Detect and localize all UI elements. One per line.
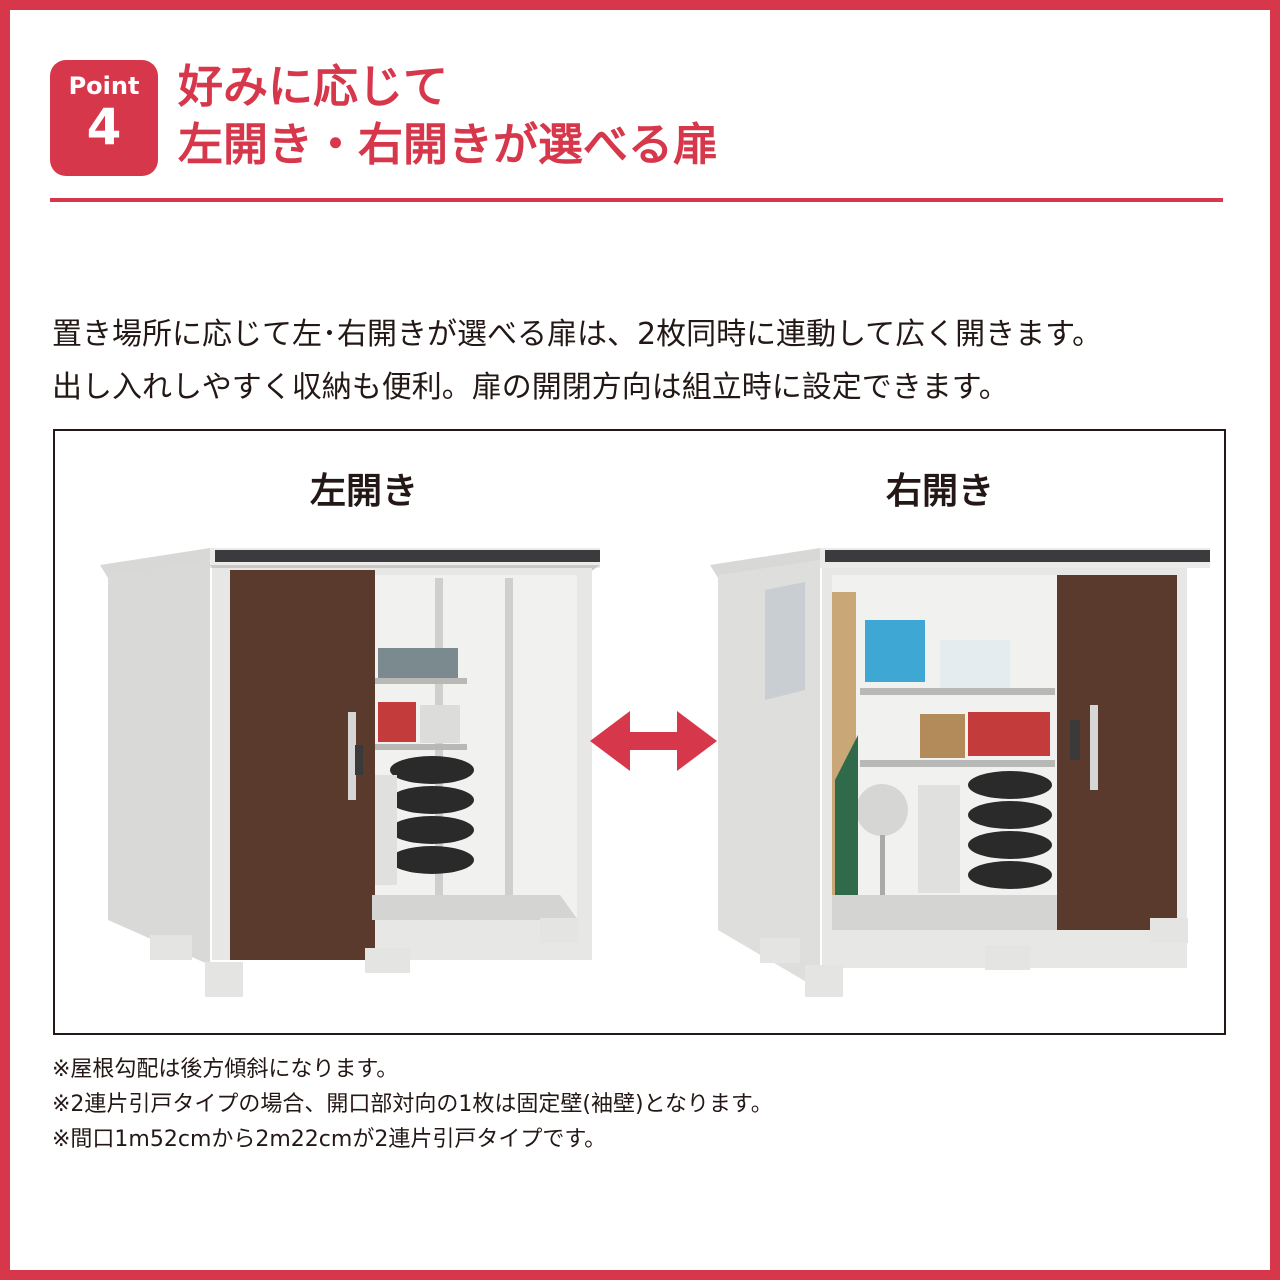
point-number: 4 xyxy=(86,98,122,156)
title-line-2: 左開き・右開きが選べる扉 xyxy=(178,118,719,171)
right-shed-image xyxy=(710,548,1210,997)
double-arrow-icon xyxy=(590,711,717,771)
description-line-1: 置き場所に応じて左･右開きが選べる扉は、2枚同時に連動して広く開きます。 xyxy=(52,317,1103,352)
point-label: Point xyxy=(68,72,140,100)
footnote-2: ※2連片引戸タイプの場合、開口部対向の1枚は固定壁(袖壁)となります。 xyxy=(52,1092,773,1117)
title-line-1: 好みに応じて xyxy=(178,60,449,113)
page-title: 好みに応じて 左開き・右開きが選べる扉 xyxy=(178,58,718,174)
description: 置き場所に応じて左･右開きが選べる扉は、2枚同時に連動して広く開きます。 出し入… xyxy=(52,308,1252,414)
left-open-caption: 左開き xyxy=(309,471,418,512)
footnote-1: ※屋根勾配は後方傾斜になります。 xyxy=(52,1057,399,1082)
title-divider xyxy=(50,198,1223,202)
footnotes: ※屋根勾配は後方傾斜になります。 ※2連片引戸タイプの場合、開口部対向の1枚は固… xyxy=(52,1052,773,1157)
right-open-caption: 右開き xyxy=(885,471,994,512)
left-shed-image xyxy=(100,548,600,997)
description-line-2: 出し入れしやすく収納も便利。扉の開閉方向は組立時に設定できます。 xyxy=(52,370,1009,405)
footnote-3: ※間口1m52cmから2m22cmが2連片引戸タイプです。 xyxy=(52,1127,607,1152)
point-badge: Point 4 xyxy=(50,60,158,176)
